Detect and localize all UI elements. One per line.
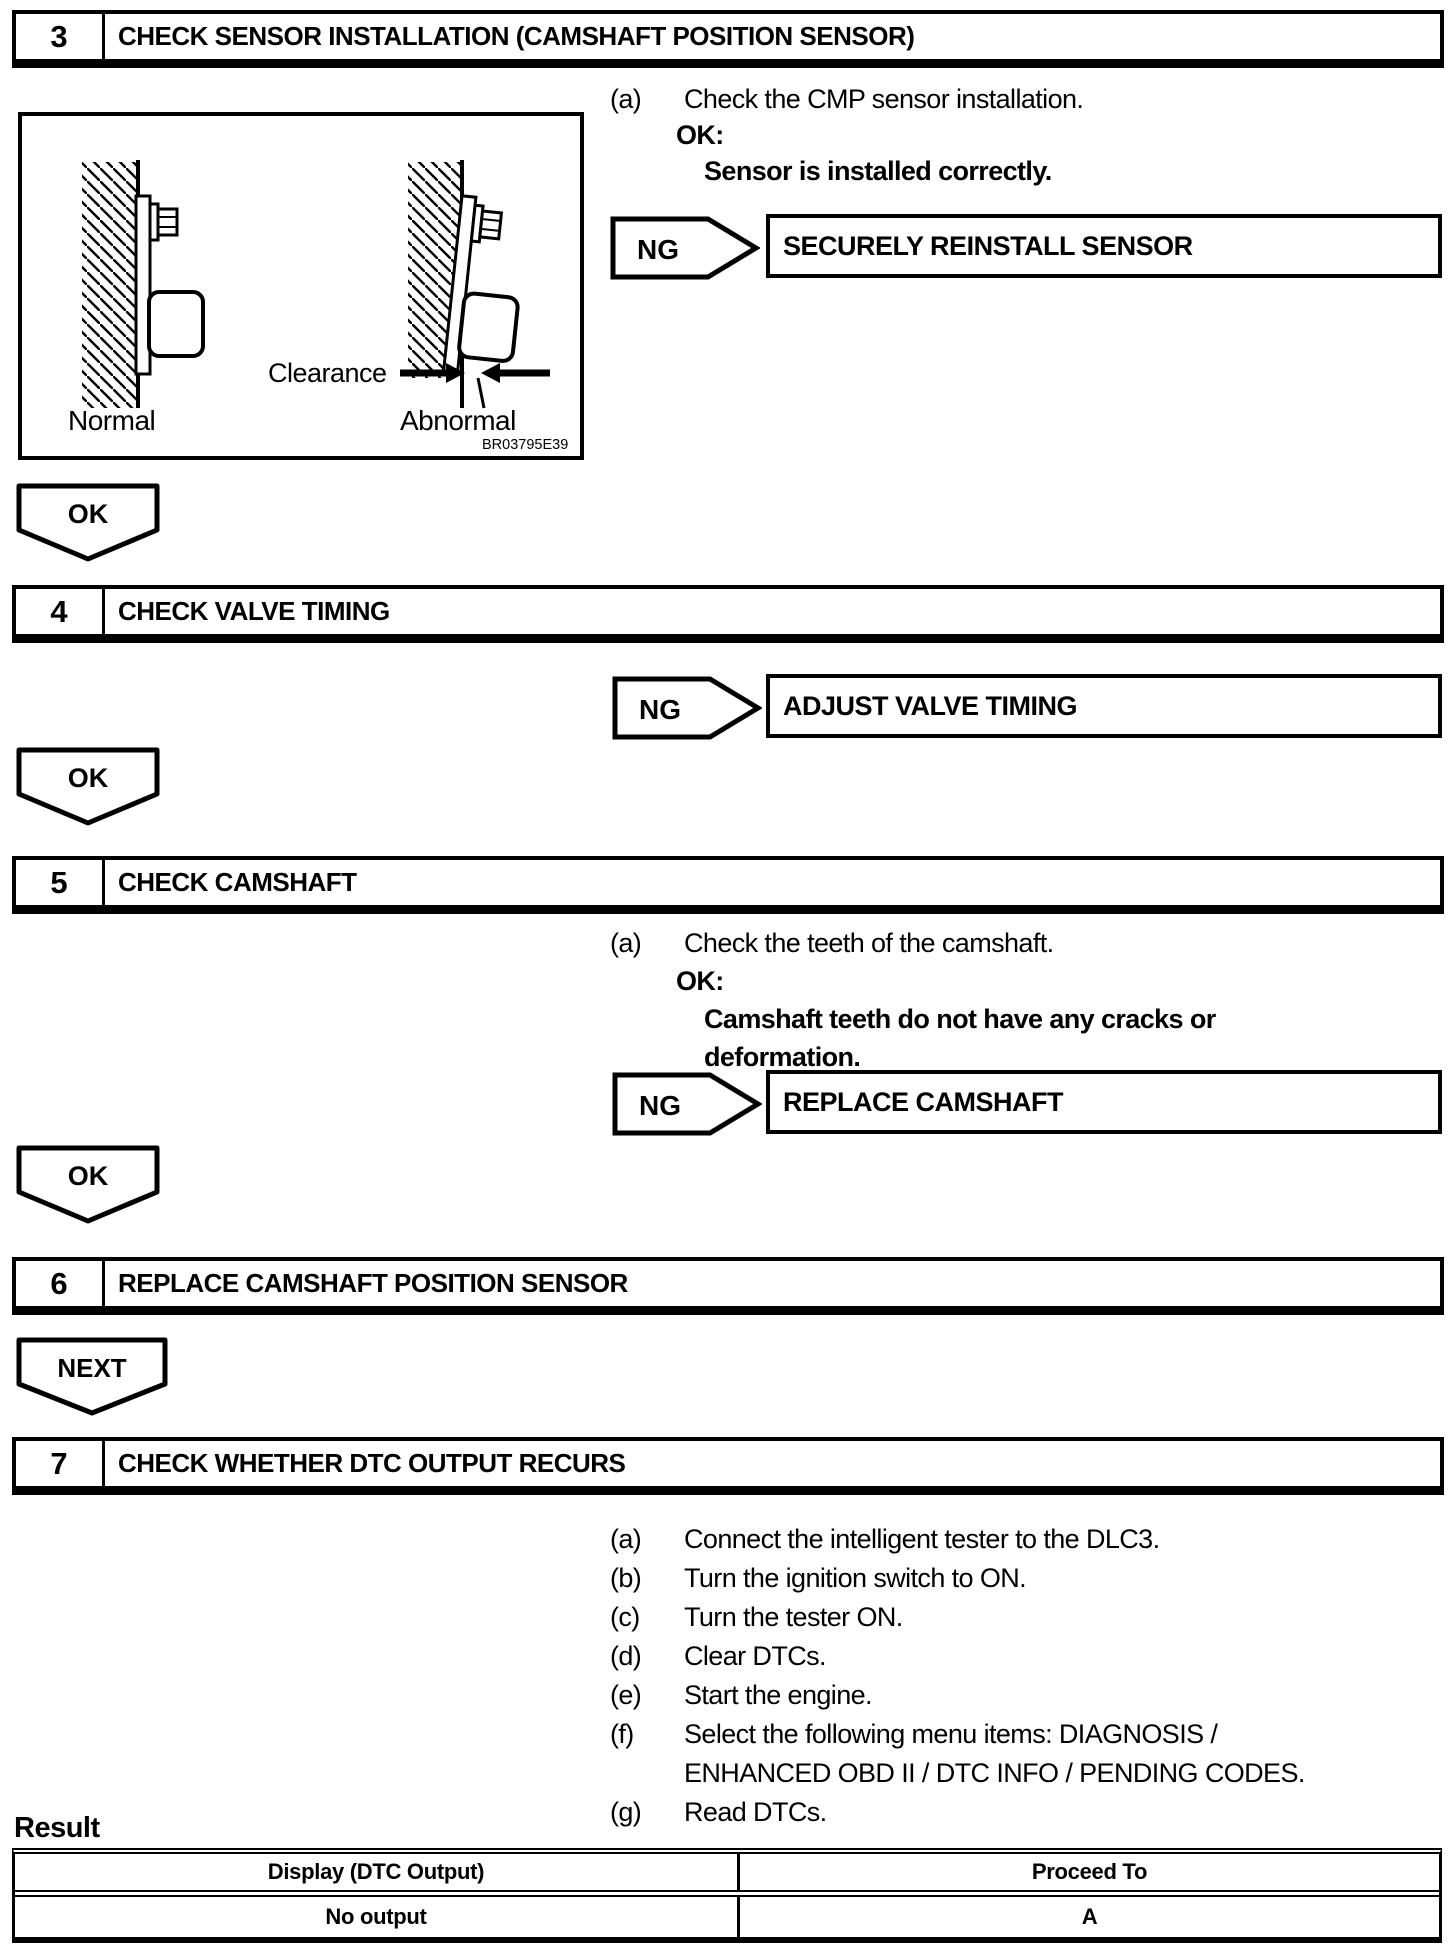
step-5-ng-badge: NG	[612, 1072, 762, 1136]
step-4-ok-flow-label: OK	[68, 763, 109, 793]
clearance-label: Clearance	[268, 358, 387, 388]
step-4-ng-label: NG	[639, 694, 681, 725]
step-3-item-a-marker: (a)	[610, 84, 642, 114]
step-5-ok-flow-badge: OK	[16, 1145, 160, 1224]
step-5-ng-action-box: REPLACE CAMSHAFT	[766, 1070, 1442, 1134]
figure-code: BR03795E39	[482, 437, 568, 453]
step-4-header: 4 CHECK VALVE TIMING	[12, 585, 1444, 643]
list-item-marker: (a)	[610, 1524, 642, 1554]
bolt-facet-line	[480, 227, 500, 232]
step-5-ok-heading: OK:	[676, 966, 724, 996]
step-4-ok-flow-badge: OK	[16, 747, 160, 826]
step-4-ng-action-box: ADJUST VALVE TIMING	[766, 674, 1442, 738]
list-item-text: Select the following menu items: DIAGNOS…	[684, 1719, 1218, 1749]
result-table: Display (DTC Output) Proceed To No outpu…	[12, 1848, 1442, 1943]
abnormal-sensor-drawing: Clearance	[268, 160, 550, 409]
result-table-cell-proceed: A	[737, 1897, 1439, 1937]
clearance-arrow-left-head	[481, 363, 500, 383]
step-3-header: 3 CHECK SENSOR INSTALLATION (CAMSHAFT PO…	[12, 10, 1444, 68]
step-5-item-a-marker: (a)	[610, 928, 642, 958]
step-3-ng-badge: NG	[610, 216, 760, 280]
step-7-title: CHECK WHETHER DTC OUTPUT RECURS	[118, 1448, 626, 1478]
normal-sensor-drawing	[82, 160, 205, 408]
step-3-ng-action-label: SECURELY REINSTALL SENSOR	[783, 230, 1193, 261]
list-item-text: Connect the intelligent tester to the DL…	[684, 1524, 1160, 1554]
list-item-marker: (g)	[610, 1797, 642, 1827]
list-item-marker: (f)	[610, 1719, 634, 1749]
step-3-number: 3	[16, 14, 105, 59]
result-table-header-row: Display (DTC Output) Proceed To	[15, 1854, 1439, 1897]
step-5-number: 5	[16, 860, 105, 905]
step-7-header: 7 CHECK WHETHER DTC OUTPUT RECURS	[12, 1437, 1444, 1495]
step-3-ok-flow-badge: OK	[16, 483, 160, 562]
result-table-row: No output A	[15, 1897, 1439, 1937]
sensor-body-left	[147, 290, 205, 358]
result-heading: Result	[14, 1812, 100, 1844]
step-3-ok-condition: Sensor is installed correctly.	[704, 156, 1052, 186]
result-table-header-display: Display (DTC Output)	[267, 1859, 485, 1884]
step-6-number: 6	[16, 1261, 105, 1306]
step-4-ng-badge: NG	[612, 676, 762, 740]
list-item-marker: (c)	[610, 1602, 640, 1632]
step-5-ng-action-label: REPLACE CAMSHAFT	[783, 1086, 1064, 1117]
list-item-text: Turn the ignition switch to ON.	[684, 1563, 1027, 1593]
abnormal-label: Abnormal	[400, 405, 516, 436]
step-3-ok-flow-label: OK	[68, 499, 109, 529]
sensor-flange-left	[134, 194, 152, 376]
step-3-title: CHECK SENSOR INSTALLATION (CAMSHAFT POSI…	[118, 21, 915, 51]
step-6-title: REPLACE CAMSHAFT POSITION SENSOR	[118, 1268, 628, 1298]
list-item-marker: (e)	[610, 1680, 642, 1710]
sensor-body-right	[457, 291, 520, 363]
step-6-header: 6 REPLACE CAMSHAFT POSITION SENSOR	[12, 1257, 1444, 1315]
normal-label: Normal	[68, 405, 155, 436]
step-5-ok-flow-label: OK	[68, 1161, 109, 1191]
step-3-ok-heading: OK:	[676, 120, 724, 150]
step-4-ng-action-label: ADJUST VALVE TIMING	[783, 690, 1078, 721]
step-4-title: CHECK VALVE TIMING	[118, 596, 390, 626]
step-4-number: 4	[16, 589, 105, 634]
next-flow-badge: NEXT	[16, 1337, 168, 1416]
step-3-ng-label: NG	[637, 234, 679, 265]
step-5-ok-condition-line2: deformation.	[704, 1042, 861, 1072]
step-5-ok-condition-line1: Camshaft teeth do not have any cracks or	[704, 1004, 1216, 1034]
step-7-number: 7	[16, 1441, 105, 1486]
bolt-facet-line	[481, 217, 501, 222]
result-table-header-proceed: Proceed To	[737, 1854, 1439, 1890]
step-5-title: CHECK CAMSHAFT	[118, 867, 357, 897]
sensor-installation-figure: Clearance Normal Abnormal BR03795E39	[18, 112, 584, 460]
list-item-text: ENHANCED OBD II / DTC INFO / PENDING COD…	[684, 1758, 1305, 1788]
clearance-gap-line	[476, 377, 486, 409]
list-item-text: Clear DTCs.	[684, 1641, 827, 1671]
sensor-installation-drawing: Clearance Normal Abnormal BR03795E39	[68, 160, 568, 453]
list-item-text: Turn the tester ON.	[684, 1602, 903, 1632]
next-flow-label: NEXT	[57, 1353, 126, 1383]
step-3-ng-action-box: SECURELY REINSTALL SENSOR	[766, 214, 1442, 278]
step-5-item-a-text: Check the teeth of the camshaft.	[684, 928, 1054, 958]
list-item-marker: (d)	[610, 1641, 642, 1671]
step-5-ng-label: NG	[639, 1090, 681, 1121]
bolt-head-left	[156, 207, 179, 237]
step-5-header: 5 CHECK CAMSHAFT	[12, 856, 1444, 914]
bolt-head-right	[478, 209, 504, 241]
list-item-text: Read DTCs.	[684, 1797, 827, 1827]
step-3-item-a-text: Check the CMP sensor installation.	[684, 84, 1084, 114]
wall-hatch-left	[82, 162, 138, 408]
list-item-marker: (b)	[610, 1563, 642, 1593]
result-table-cell-display: No output	[325, 1904, 427, 1929]
clearance-arrow-right-head	[446, 363, 465, 383]
list-item-text: Start the engine.	[684, 1680, 873, 1710]
